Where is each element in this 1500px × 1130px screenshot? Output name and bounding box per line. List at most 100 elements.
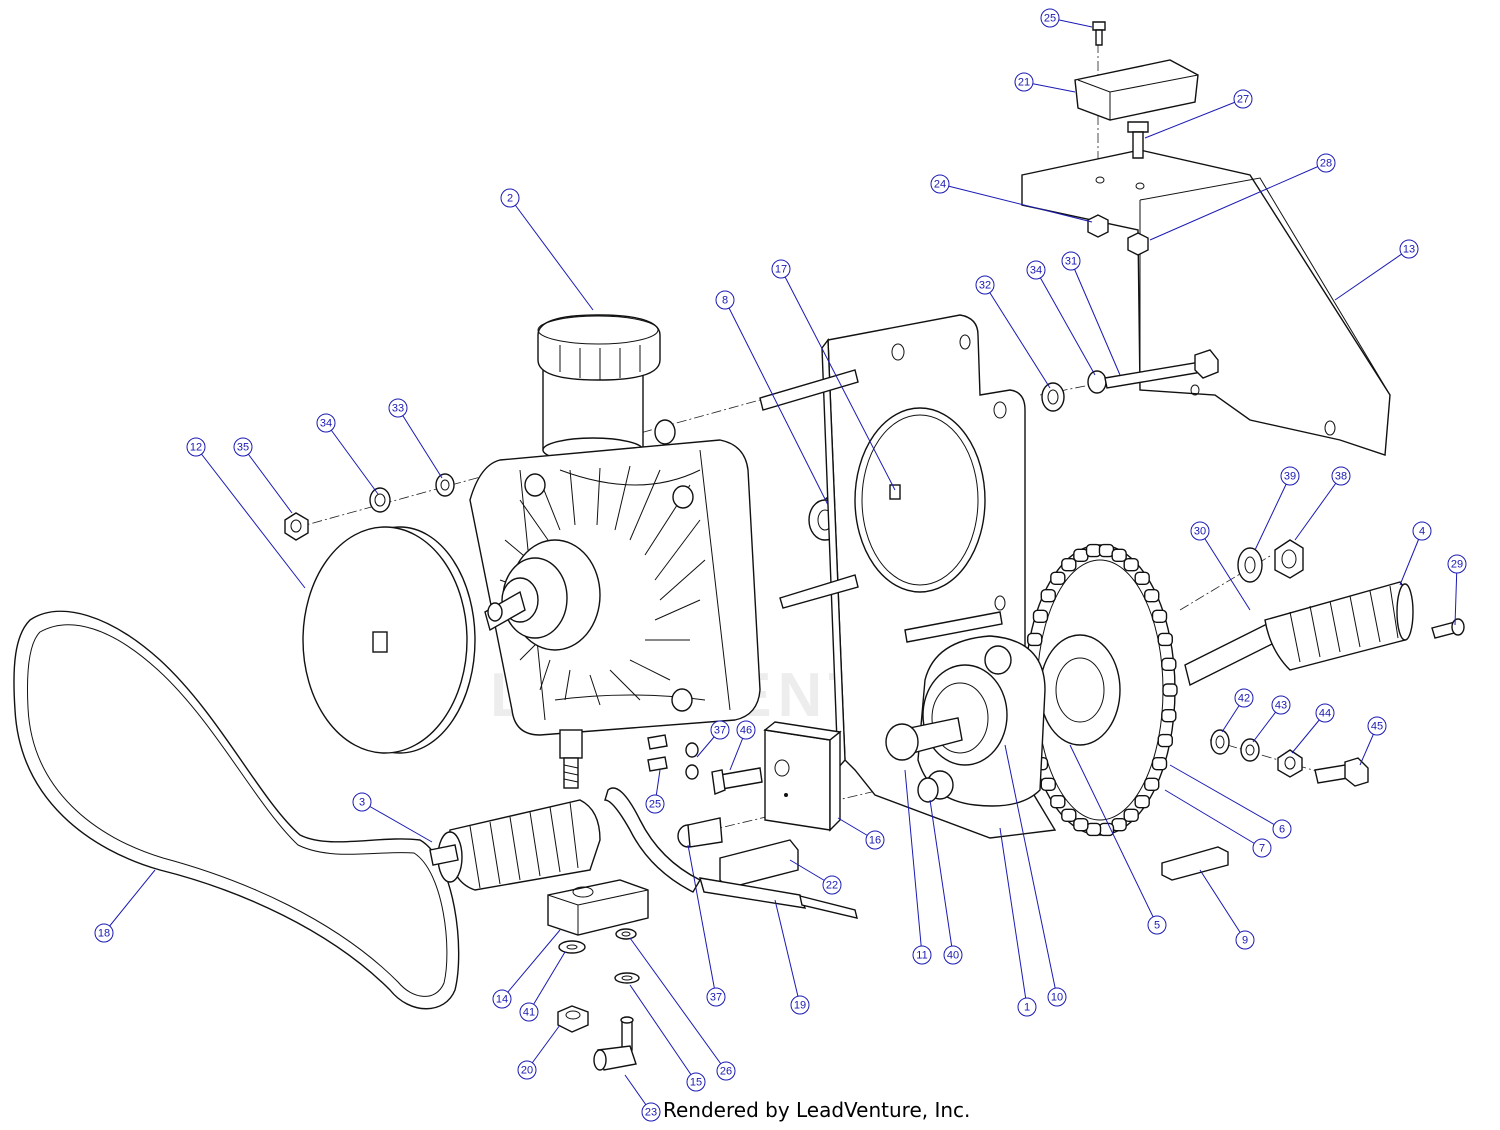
callout-bubble-37 [706, 987, 726, 1007]
callout-bubbles: 1234567891011121314151617181920212223242… [94, 8, 1467, 1122]
chain-link [1073, 817, 1089, 832]
callout-leader-19 [774, 899, 801, 1006]
callout-bubble-34 [316, 413, 336, 433]
chain-guard [1021, 149, 1391, 456]
chain-link [1151, 609, 1168, 623]
hour-meter [1074, 59, 1199, 121]
chain-link [1085, 822, 1102, 837]
chain-link [1061, 557, 1077, 572]
callout-bubble-19 [790, 995, 810, 1015]
callout-number-13: 13 [1403, 244, 1415, 256]
callout-number-42: 42 [1238, 693, 1250, 705]
callout-number-43: 43 [1275, 700, 1287, 712]
callout-bubble-15 [686, 1072, 706, 1092]
callout-bubble-43 [1271, 695, 1291, 715]
callout-leader-39 [1254, 475, 1291, 551]
callout-number-10: 10 [1051, 992, 1063, 1004]
callout-leader-28 [1149, 162, 1327, 241]
callout-leader-2 [509, 197, 594, 311]
cable-assembly [604, 787, 858, 919]
callout-number-46: 46 [740, 725, 752, 737]
callout-bubble-2 [500, 188, 520, 208]
chain-link [1111, 817, 1127, 832]
callout-bubble-9 [1235, 930, 1255, 950]
chain-link [1040, 588, 1056, 603]
callout-bubble-29 [1447, 554, 1467, 574]
idler-roller [429, 799, 601, 891]
callout-bubble-27 [1233, 89, 1253, 109]
callout-bubble-7 [1252, 838, 1272, 858]
callout-number-5: 5 [1154, 920, 1160, 932]
chain-link [1073, 548, 1089, 563]
callout-number-23: 23 [645, 1107, 657, 1119]
callout-leader-9 [1199, 869, 1246, 941]
chain-link [1144, 777, 1160, 792]
callout-number-34: 34 [1030, 265, 1042, 277]
chain-link [1098, 822, 1115, 837]
callout-bubble-18 [94, 923, 114, 943]
callout-leader-5 [1069, 744, 1158, 926]
callout-bubble-8 [715, 290, 735, 310]
callout-number-4: 4 [1419, 526, 1425, 538]
spacer-block [547, 879, 649, 936]
chain-link [1111, 548, 1127, 563]
callout-bubble-32 [975, 275, 995, 295]
callout-leader-29 [1454, 563, 1458, 626]
callout-number-41: 41 [523, 1007, 535, 1019]
callout-bubble-1 [1017, 997, 1037, 1017]
chain-link [1157, 733, 1173, 748]
callout-bubble-11 [912, 945, 932, 965]
callout-number-22: 22 [826, 880, 838, 892]
callout-leader-26 [629, 937, 727, 1072]
chain-link [1061, 808, 1077, 823]
callout-leader-33 [397, 407, 443, 479]
chain-link [1134, 571, 1150, 585]
callout-bubble-25 [645, 794, 665, 814]
chain-link [1123, 557, 1139, 572]
callout-leader-24 [939, 183, 1093, 223]
callout-leader-14 [501, 929, 561, 1000]
v-belt [13, 610, 460, 1010]
hydraulic-pump [469, 314, 761, 789]
callout-bubble-45 [1367, 716, 1387, 736]
callout-number-37: 37 [714, 725, 726, 737]
callout-bubble-13 [1399, 239, 1419, 259]
callout-leader-32 [984, 284, 1051, 389]
callout-bubble-42 [1234, 688, 1254, 708]
callout-bubble-17 [771, 259, 791, 279]
callout-leader-11 [904, 769, 923, 956]
callout-leader-18 [103, 869, 156, 934]
callout-bubble-39 [1280, 466, 1300, 486]
key [1161, 846, 1229, 881]
callout-number-21: 21 [1018, 77, 1030, 89]
callout-number-12: 12 [190, 442, 202, 454]
callout-bubble-40 [943, 945, 963, 965]
callout-bubble-30 [1190, 521, 1210, 541]
callout-number-25: 25 [1044, 13, 1056, 25]
callout-bubble-44 [1315, 703, 1335, 723]
chain-link [1157, 632, 1173, 647]
callout-number-11: 11 [916, 950, 927, 962]
callout-bubble-23 [641, 1102, 661, 1122]
callout-number-37: 37 [710, 992, 722, 1004]
callout-number-39: 39 [1284, 471, 1296, 483]
callout-leader-37 [687, 844, 717, 998]
callout-number-31: 31 [1065, 256, 1077, 268]
callout-number-6: 6 [1279, 824, 1285, 836]
callout-bubble-22 [822, 875, 842, 895]
callout-number-32: 32 [979, 280, 991, 292]
callout-number-7: 7 [1259, 843, 1265, 855]
callout-leader-17 [780, 268, 896, 491]
callout-leader-8 [724, 299, 829, 506]
callout-leader-10 [1004, 744, 1058, 998]
callout-bubble-5 [1147, 915, 1167, 935]
callout-number-24: 24 [934, 179, 946, 191]
callout-bubble-46 [736, 720, 756, 740]
callout-bubble-12 [186, 437, 206, 457]
callout-leader-31 [1070, 260, 1121, 376]
chain-link [1123, 808, 1139, 823]
callout-number-35: 35 [237, 442, 249, 454]
drive-roller [1184, 581, 1414, 687]
callout-number-19: 19 [794, 1000, 806, 1012]
callout-bubble-20 [517, 1060, 537, 1080]
